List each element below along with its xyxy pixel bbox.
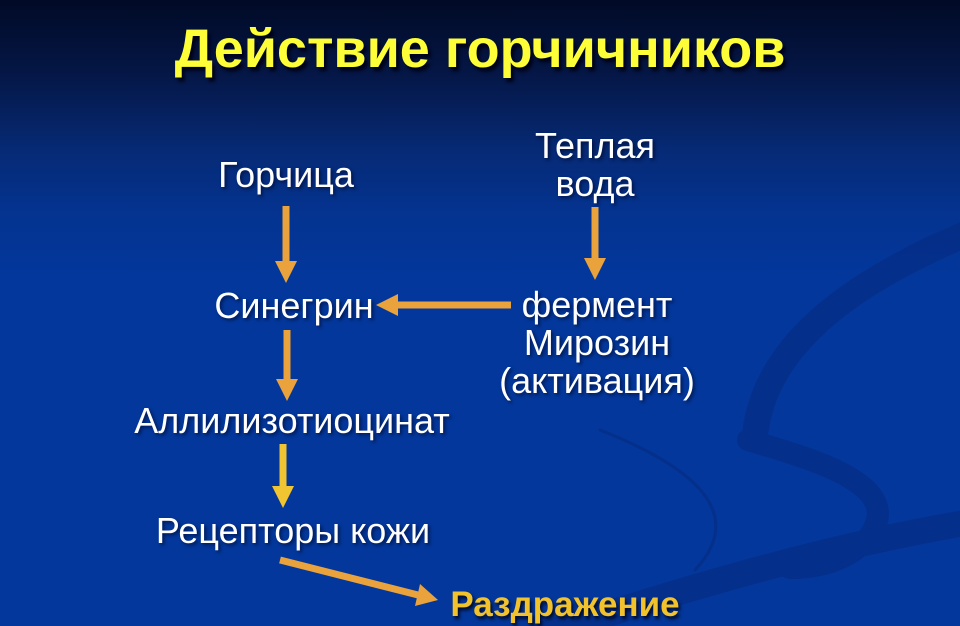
node-sinegrin: Синегрин xyxy=(214,285,374,326)
arrow-head xyxy=(584,258,606,280)
arrow-ferment-to-sinegrin xyxy=(376,294,511,316)
slide-title: Действие горчичников xyxy=(174,19,786,79)
node-ferment-myrosin: фермент Мирозин (активация) xyxy=(499,284,695,401)
arrow-head xyxy=(415,584,438,606)
arrow-head xyxy=(276,379,298,401)
arrow-receptors-to-irritation xyxy=(279,556,438,606)
arrow-shaft xyxy=(279,556,419,599)
node-irritation-result: Раздражение xyxy=(450,585,680,624)
arrow-head xyxy=(376,294,398,316)
node-warm-water: Теплая вода xyxy=(534,125,656,204)
node-skin-receptors: Рецепторы кожи xyxy=(155,510,431,551)
wave-thin-arc xyxy=(598,428,718,572)
node-mustard: Горчица xyxy=(218,154,354,195)
arrow-mustard-to-sinegrin xyxy=(275,206,297,283)
arrow-warm-water-to-ferment xyxy=(584,207,606,280)
wave-swoosh-upper xyxy=(742,222,960,448)
arrow-sinegrin-to-allyl xyxy=(276,330,298,401)
arrow-allyl-to-receptors xyxy=(272,444,294,508)
node-allyl-isothiocyanate: Аллилизотиоцинат xyxy=(134,400,450,441)
wave-swoosh-crescent xyxy=(737,429,889,579)
arrow-head xyxy=(275,261,297,283)
arrow-head xyxy=(272,486,294,508)
